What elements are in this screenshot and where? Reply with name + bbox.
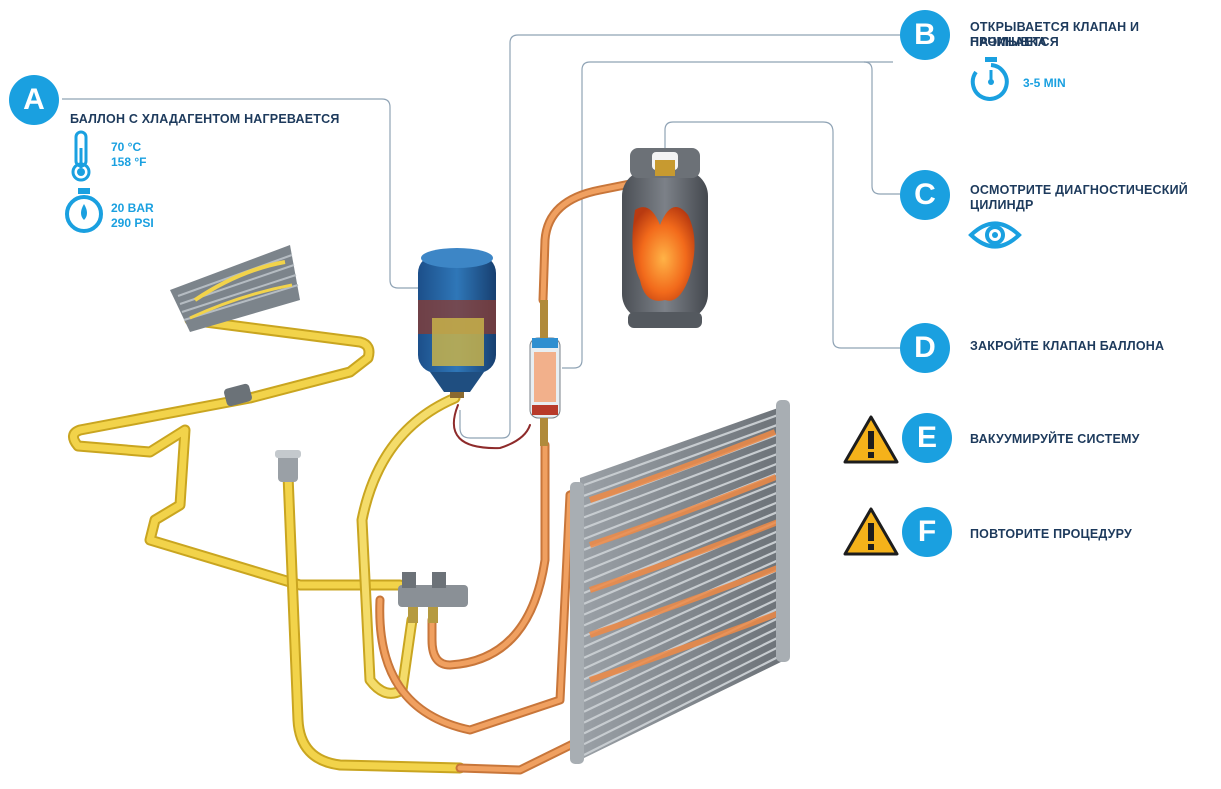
condenser-fin <box>583 646 779 746</box>
pipe-to-valve <box>427 440 550 670</box>
step-d-badge: D <box>900 323 950 373</box>
step-b-label-line2: ПРОМЫВКА <box>970 35 1047 49</box>
gas-cylinder <box>622 148 708 328</box>
condenser-fin <box>583 656 779 756</box>
step-c-badge: C <box>900 170 950 220</box>
leader-lines <box>62 34 900 439</box>
leader-b <box>459 34 900 439</box>
step-d-label: ЗАКРОЙТЕ КЛАПАН БАЛЛОНА <box>970 339 1165 353</box>
orange-pipes <box>375 173 665 775</box>
condenser-fin <box>583 501 779 584</box>
flush-time: 3-5 MIN <box>1023 76 1066 90</box>
thermometer-icon <box>71 130 91 182</box>
condenser-fin <box>583 626 779 724</box>
leader-c2 <box>664 121 823 150</box>
condenser-fin <box>583 539 779 627</box>
step-c-label-line1: ОСМОТРИТЕ ДИАГНОСТИЧЕСКИЙ <box>970 183 1188 197</box>
condenser <box>570 400 790 764</box>
temp-celsius: 70 °C <box>111 140 142 154</box>
condenser-fin <box>583 452 779 530</box>
yellow-pipes <box>68 314 466 774</box>
condenser-fin <box>583 530 779 616</box>
pressure-gauge-icon <box>65 188 103 233</box>
step-e-badge: E <box>902 413 952 463</box>
leader-c3 <box>822 121 900 349</box>
condenser-fin <box>583 443 779 519</box>
condenser-fin <box>583 578 779 670</box>
condenser-fin <box>583 462 779 541</box>
condenser-fin <box>583 636 779 735</box>
temp-fahrenheit: 158 °F <box>111 155 147 169</box>
valve-block <box>398 572 468 623</box>
step-b-badge: B <box>900 10 950 60</box>
condenser-fin <box>583 413 779 487</box>
leader-c <box>863 61 900 195</box>
step-f-badge: F <box>902 507 952 557</box>
leader-b2 <box>562 61 893 369</box>
condenser-fin <box>583 491 779 573</box>
eye-icon <box>968 221 1022 249</box>
condenser-fin <box>583 549 779 638</box>
condenser-fin <box>583 481 779 562</box>
step-a-badge: A <box>9 75 59 125</box>
warning-icon <box>843 415 899 464</box>
warning-icon <box>843 507 899 556</box>
diagnostic-cylinder <box>529 300 561 446</box>
condenser-fin <box>583 568 779 659</box>
pressure-bar: 20 BAR <box>111 201 154 215</box>
condenser-fin <box>583 597 779 692</box>
pipe-condenser-out <box>455 733 590 775</box>
evaporator <box>170 245 300 332</box>
leader-a <box>62 98 420 289</box>
drier <box>224 383 301 482</box>
step-c-label-line2: ЦИЛИНДР <box>970 198 1034 212</box>
pressure-psi: 290 PSI <box>111 216 154 230</box>
step-e-label: ВАКУУМИРУЙТЕ СИСТЕМУ <box>970 432 1140 446</box>
step-f-label: ПОВТОРИТЕ ПРОЦЕДУРУ <box>970 527 1133 541</box>
refrigerant-tank <box>418 248 496 398</box>
stopwatch-icon <box>970 57 1009 101</box>
condenser-fin <box>583 617 779 713</box>
condenser-fin <box>583 588 779 681</box>
condenser-fin <box>583 423 779 497</box>
step-a-label: БАЛЛОН С ХЛАДАГЕНТОМ НАГРЕВАЕТСЯ <box>70 112 340 126</box>
step-b-label-line1: ОТКРЫВАЕТСЯ КЛАПАН И НАЧИНАЕТСЯ <box>970 20 1140 49</box>
hose-red <box>452 404 531 450</box>
